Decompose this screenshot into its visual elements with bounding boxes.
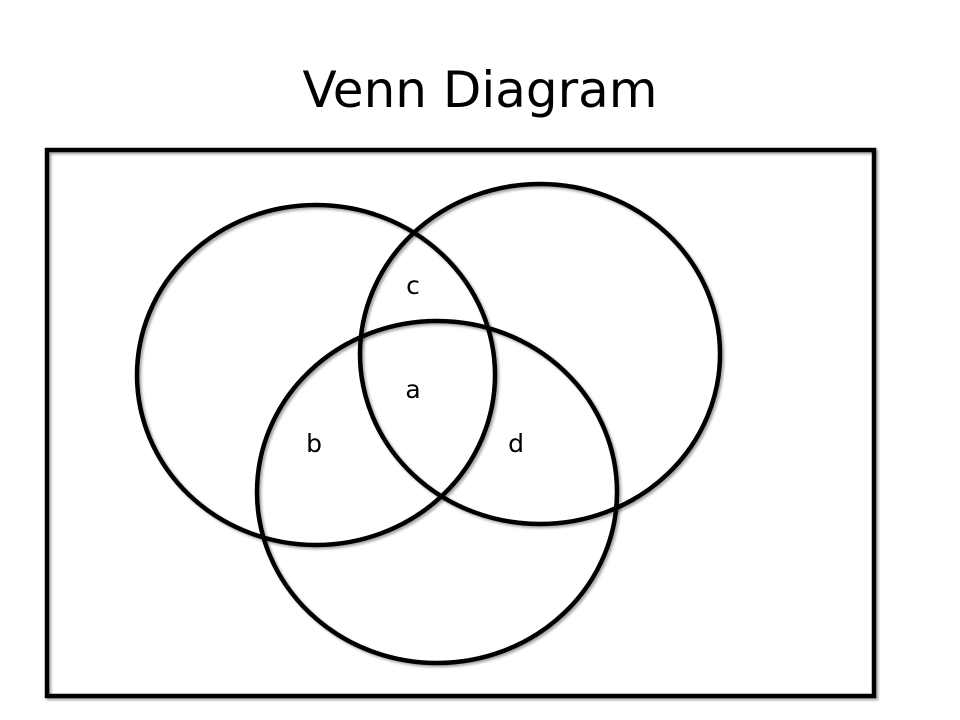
region-label-c: c — [406, 271, 420, 300]
region-label-d: d — [508, 429, 524, 458]
bottom-circle — [254, 318, 620, 666]
page-title: Venn Diagram — [302, 61, 658, 119]
region-label-a: a — [405, 375, 420, 404]
region-label-b: b — [306, 429, 322, 458]
right-circle — [357, 181, 723, 527]
universe-rectangle — [44, 147, 877, 699]
left-circle — [134, 202, 498, 548]
